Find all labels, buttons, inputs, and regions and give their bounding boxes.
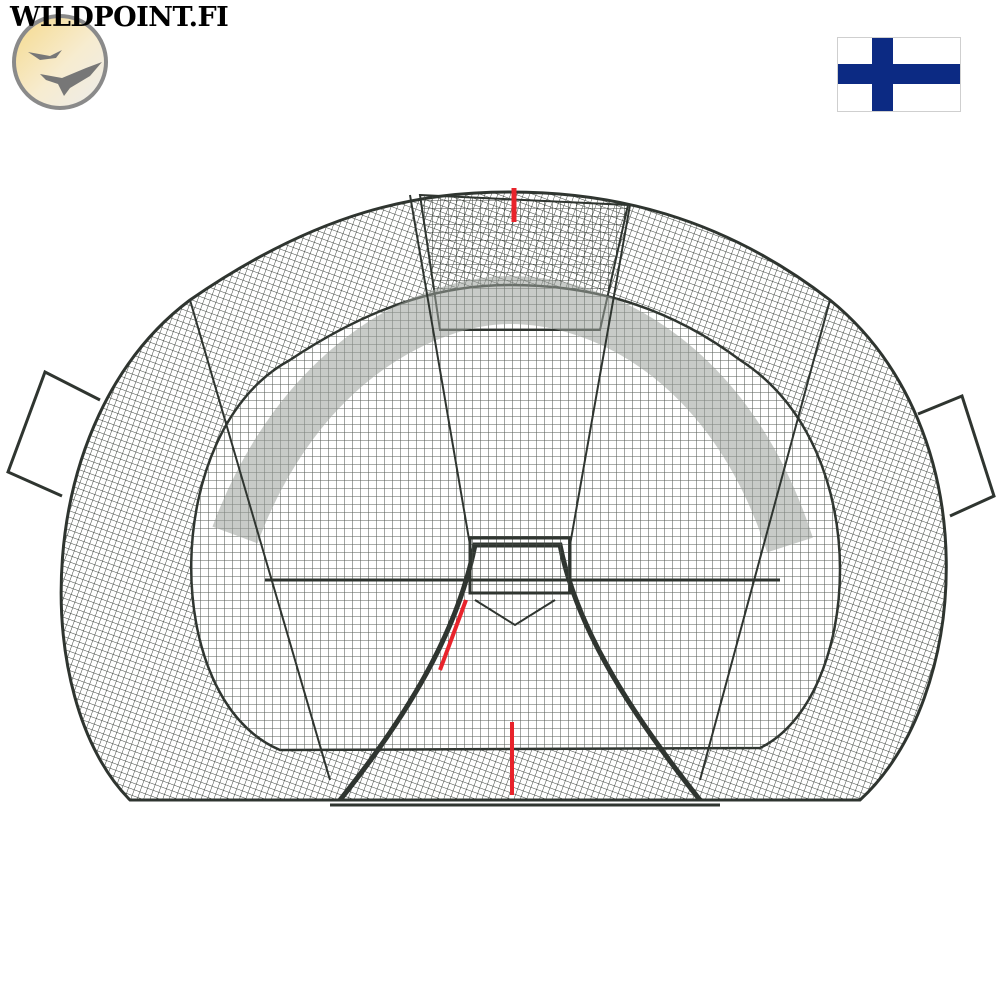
brand-header: WILDPOINT.FI (0, 0, 260, 120)
eagles-in-circle-icon (12, 14, 108, 110)
finland-flag-icon (837, 37, 961, 112)
wire-mesh-trap-icon (6, 188, 996, 807)
brand-name: WILDPOINT.FI (10, 2, 229, 33)
